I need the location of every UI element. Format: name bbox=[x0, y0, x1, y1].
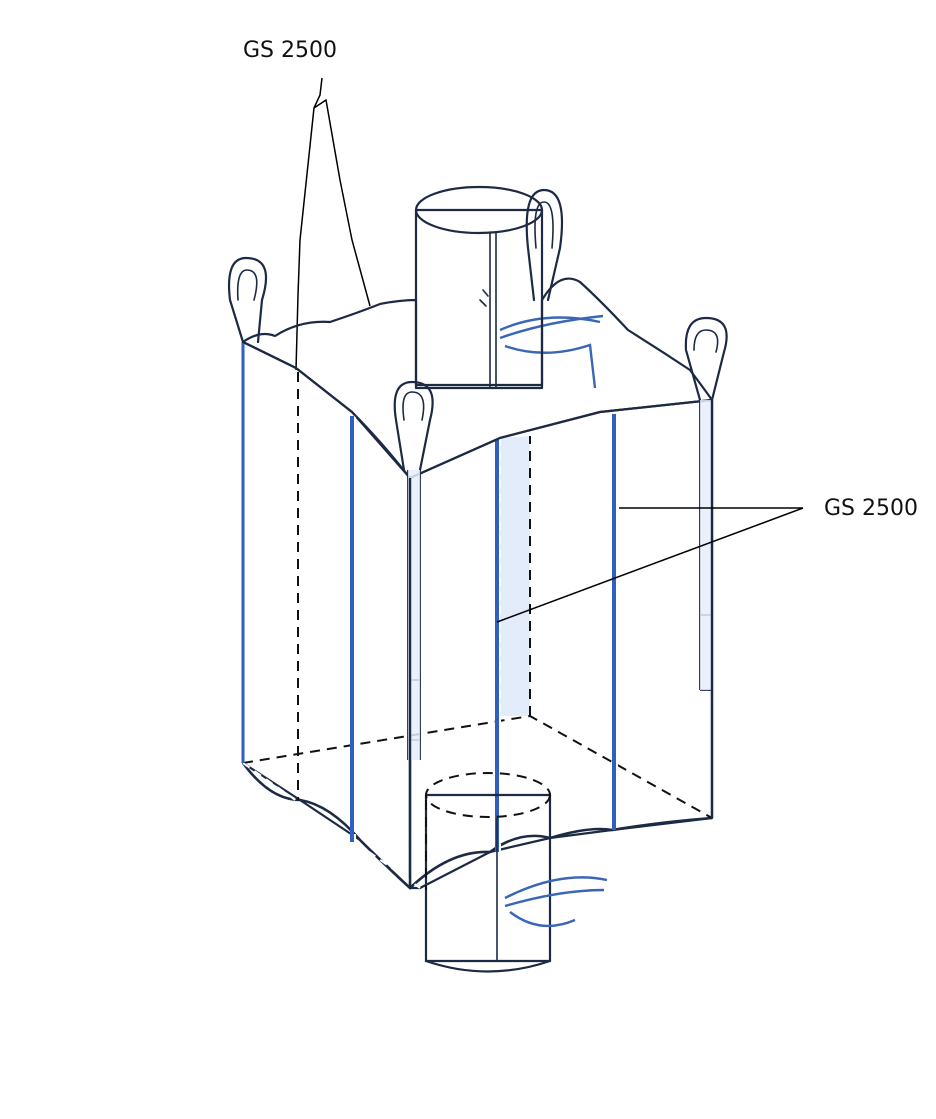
top-callout-label: GS 2500 bbox=[243, 38, 337, 63]
lifting-loop-back-center bbox=[525, 188, 564, 302]
bag-bottom-edge bbox=[241, 762, 713, 890]
top-callout-leader bbox=[295, 77, 371, 371]
right-callout-label: GS 2500 bbox=[824, 496, 918, 521]
lifting-loop-front-left bbox=[228, 256, 267, 344]
bottom-spout-tie-cords bbox=[504, 876, 608, 928]
top-skirt bbox=[241, 277, 714, 480]
bag-left-face bbox=[241, 340, 412, 890]
bag-right-face bbox=[408, 398, 714, 890]
lifting-loop-right bbox=[684, 316, 728, 402]
top-spout-tie-cords bbox=[499, 314, 604, 389]
bottom-discharge-spout bbox=[424, 772, 552, 973]
strap-right-fill bbox=[700, 400, 712, 690]
top-fill-spout bbox=[414, 185, 544, 389]
bag-interior bbox=[500, 436, 530, 716]
right-callout-leader bbox=[496, 507, 804, 623]
bag-base-dashed bbox=[242, 436, 713, 819]
lifting-loop-front-center bbox=[393, 380, 434, 472]
bag-base-dashed-front bbox=[242, 762, 421, 889]
